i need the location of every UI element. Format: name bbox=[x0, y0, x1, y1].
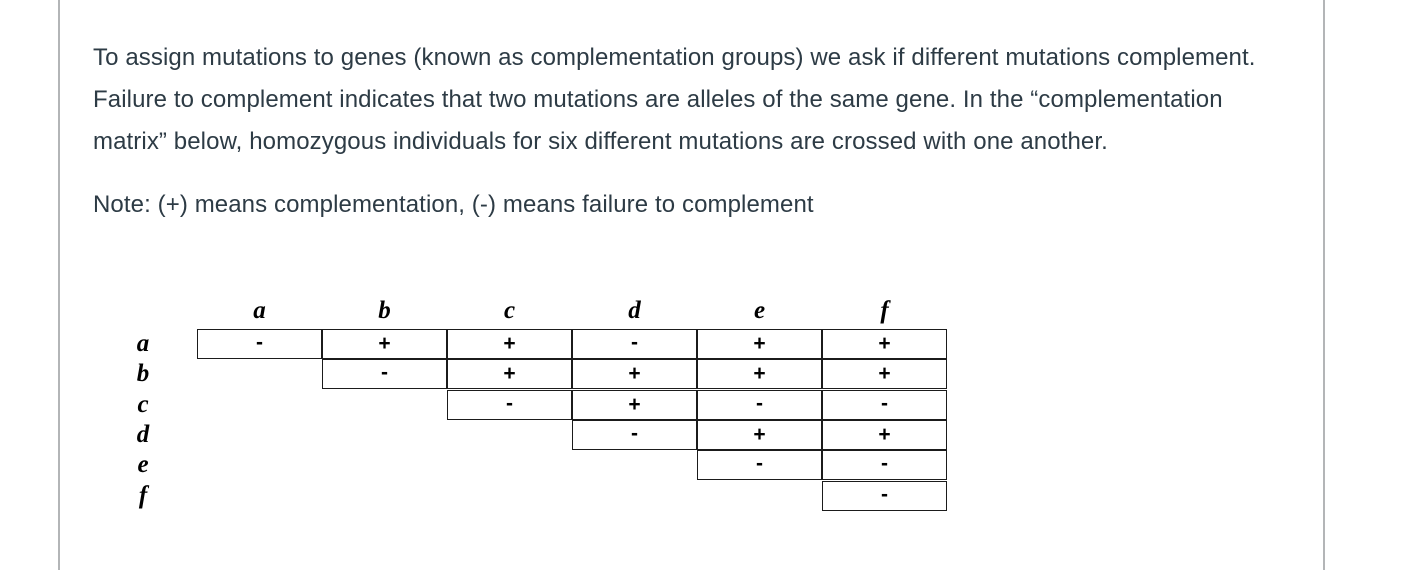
intro-paragraph: To assign mutations to genes (known as c… bbox=[93, 44, 1256, 155]
matrix-cell-ee: - bbox=[697, 450, 822, 481]
matrix-cell-bf: + bbox=[822, 359, 947, 390]
matrix-row-header-f: f bbox=[138, 481, 148, 509]
matrix-cell-bb: - bbox=[322, 359, 447, 390]
matrix-cell-ff: - bbox=[822, 480, 947, 511]
matrix-cell-df: + bbox=[822, 419, 947, 450]
matrix-cell-bd: + bbox=[572, 359, 697, 390]
matrix-cell-ae: + bbox=[697, 329, 822, 359]
matrix-cell-de: + bbox=[697, 419, 822, 450]
page-rule-right bbox=[1323, 0, 1325, 570]
matrix-cell-af: + bbox=[822, 329, 947, 359]
matrix-cell-ab: + bbox=[322, 329, 447, 359]
matrix-cell-be: + bbox=[697, 359, 822, 390]
matrix-column-header-a: a bbox=[253, 297, 266, 324]
matrix-cell-cf: - bbox=[822, 389, 947, 420]
matrix-row-header-a: a bbox=[136, 330, 150, 357]
page-rule-left bbox=[58, 0, 60, 570]
question-content: To assign mutations to genes (known as c… bbox=[93, 0, 1293, 226]
matrix-cell-cc: - bbox=[447, 389, 572, 420]
matrix-column-header-f: f bbox=[880, 297, 889, 324]
note-paragraph: Note: (+) means complementation, (-) mea… bbox=[93, 191, 814, 218]
matrix-row-header-b: b bbox=[136, 360, 150, 388]
matrix-column-header-c: c bbox=[503, 297, 516, 324]
matrix-row-header-d: d bbox=[136, 420, 150, 448]
matrix-column-header-b: b bbox=[378, 297, 391, 324]
matrix-cell-ad: - bbox=[572, 329, 697, 359]
matrix-cell-ce: - bbox=[697, 389, 822, 420]
matrix-column-header-d: d bbox=[628, 297, 641, 324]
matrix-cell-ac: + bbox=[447, 329, 572, 359]
matrix-cell-dd: - bbox=[572, 419, 697, 450]
matrix-row-header-c: c bbox=[137, 390, 149, 418]
matrix-row-header-e: e bbox=[137, 451, 149, 479]
matrix-cell-aa: - bbox=[197, 329, 322, 359]
matrix-cell-bc: + bbox=[447, 359, 572, 390]
matrix-cell-ef: - bbox=[822, 450, 947, 481]
matrix-column-header-e: e bbox=[753, 297, 766, 324]
matrix-cell-cd: + bbox=[572, 389, 697, 420]
